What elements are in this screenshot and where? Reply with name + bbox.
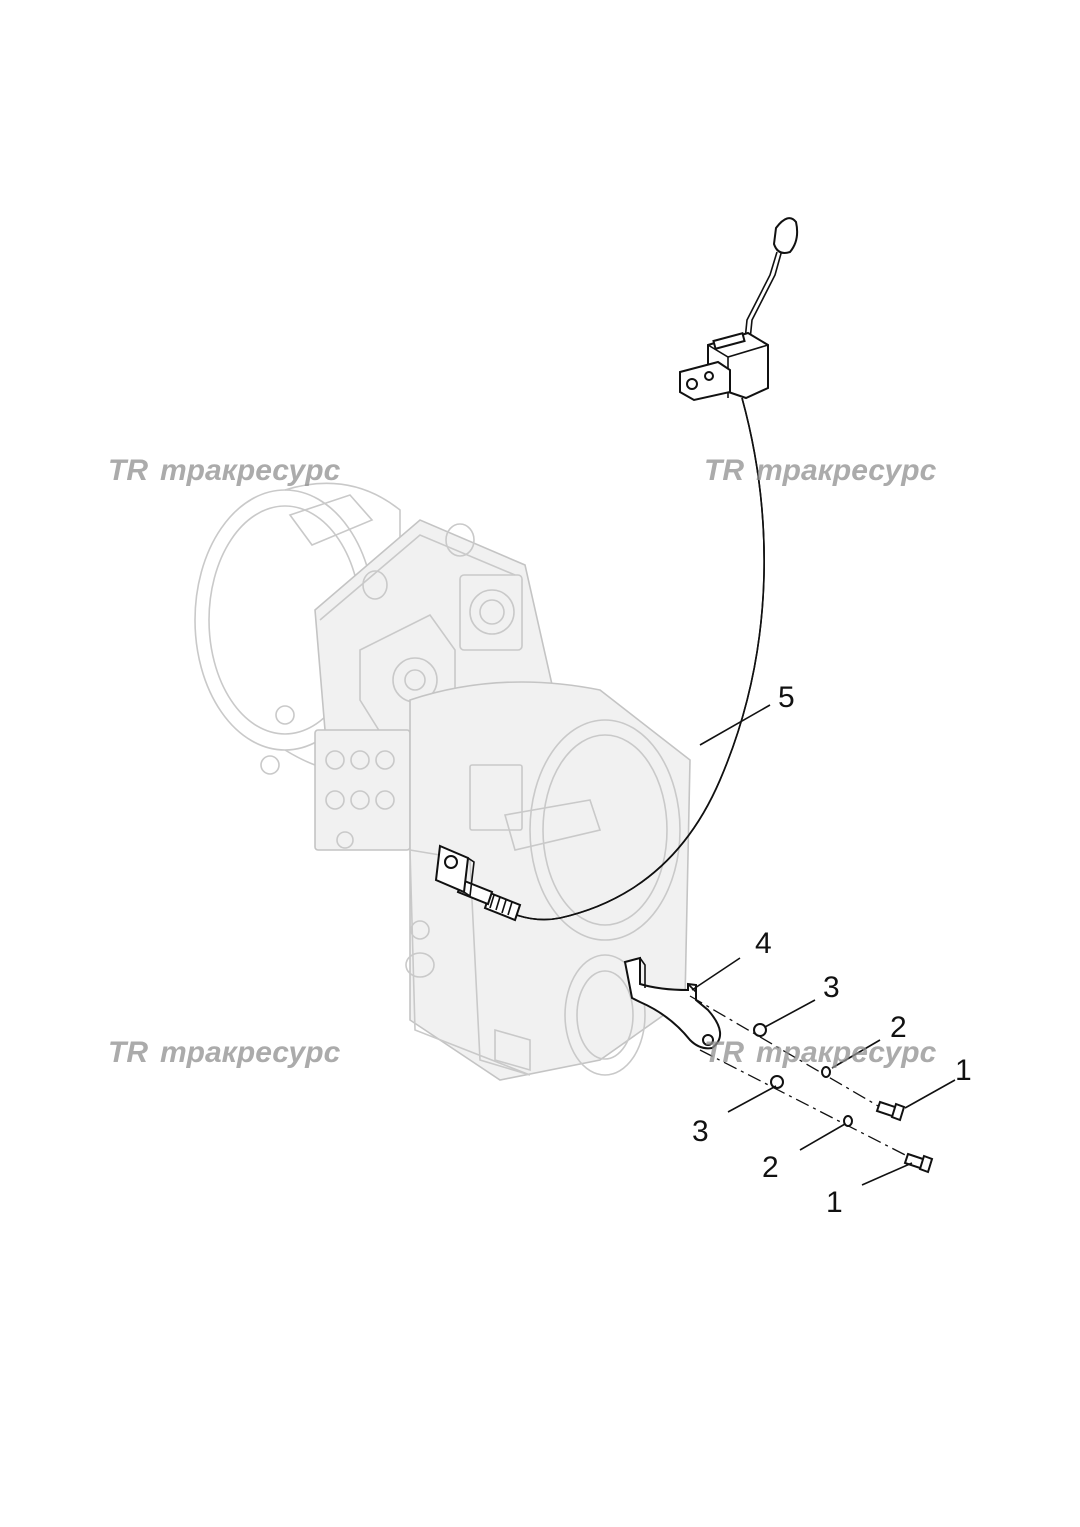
watermark-bottom-right: TR тракресурс: [704, 1036, 937, 1069]
callout-2-upper: 2: [890, 1011, 907, 1044]
callout-5: 5: [778, 681, 795, 714]
callout-1-lower: 1: [826, 1186, 843, 1219]
watermark-text: тракресурс: [756, 1036, 937, 1069]
callout-2-lower: 2: [762, 1151, 779, 1184]
transmission-housing-ghost: [194, 482, 691, 1081]
watermark-text: тракресурс: [160, 1036, 341, 1069]
watermark-logo-mark: TR: [108, 454, 148, 487]
leader-lines: [691, 704, 956, 1186]
callout-3-upper: 3: [823, 971, 840, 1004]
watermark-top-left: TR тракресурс: [108, 454, 341, 487]
watermark-logo-mark: TR: [704, 1036, 744, 1069]
shift-cable-assembly: [434, 217, 799, 922]
callout-1-upper: 1: [955, 1054, 972, 1087]
callout-labels: 5 4 3 2 1 3 2 1: [692, 681, 972, 1219]
watermark-bottom-left: TR тракресурс: [108, 1036, 341, 1069]
callout-4: 4: [755, 927, 772, 960]
watermark-text: тракресурс: [756, 454, 937, 487]
callout-3-lower: 3: [692, 1115, 709, 1148]
watermark-logo-mark: TR: [704, 454, 744, 487]
watermark-top-right: TR тракресурс: [704, 454, 937, 487]
cable-bracket: [623, 956, 721, 1050]
fasteners: [689, 995, 934, 1174]
watermark-logo-mark: TR: [108, 1036, 148, 1069]
watermark-text: тракресурс: [160, 454, 341, 487]
